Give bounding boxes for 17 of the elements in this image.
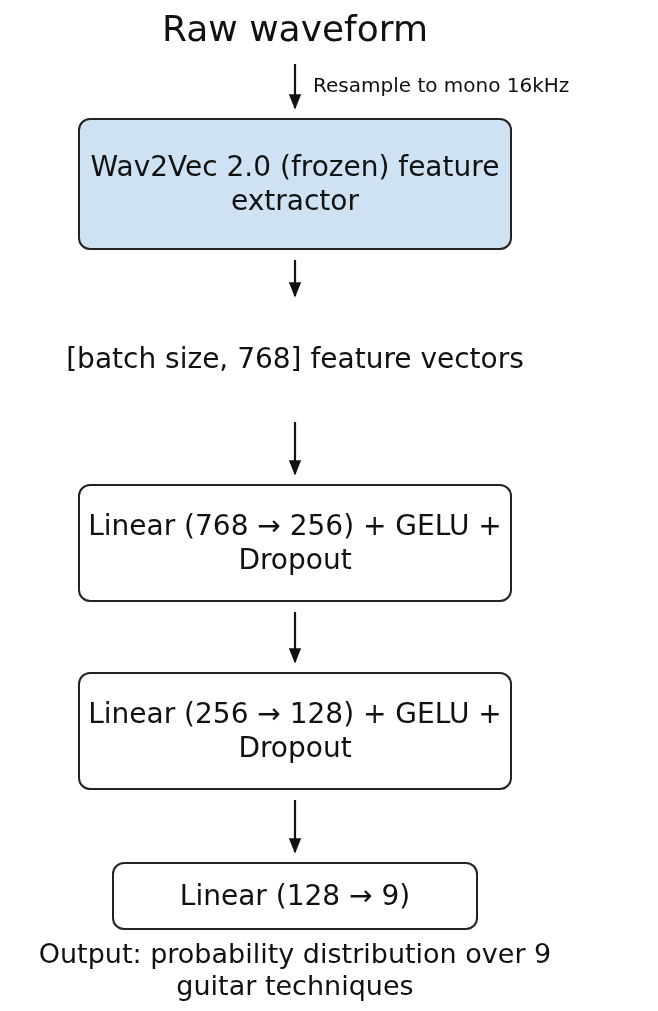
model-box	[78, 118, 512, 250]
arrow	[288, 422, 302, 476]
layer-box	[78, 672, 512, 790]
tensor-shape-label: [batch size, 768] feature vectors	[66, 342, 524, 376]
title: Raw waveform	[160, 8, 430, 49]
layer-label: Wav2Vec 2.0 (frozen) feature extractor	[89, 150, 501, 218]
layer-label: Linear (128 → 9)	[179, 879, 411, 913]
output-label: Output: probability distribution over 9 guitar techniques	[37, 938, 553, 1003]
layer-label: Linear (256 → 128) + GELU + Dropout	[87, 697, 503, 765]
arrow	[288, 64, 302, 110]
arrow	[288, 260, 302, 298]
arrow	[288, 800, 302, 854]
edge-label: Resample to mono 16kHz	[313, 73, 570, 97]
arrow	[288, 612, 302, 664]
layer-box	[78, 484, 512, 602]
layer-label: Linear (768 → 256) + GELU + Dropout	[87, 509, 503, 577]
layer-box	[112, 862, 478, 930]
